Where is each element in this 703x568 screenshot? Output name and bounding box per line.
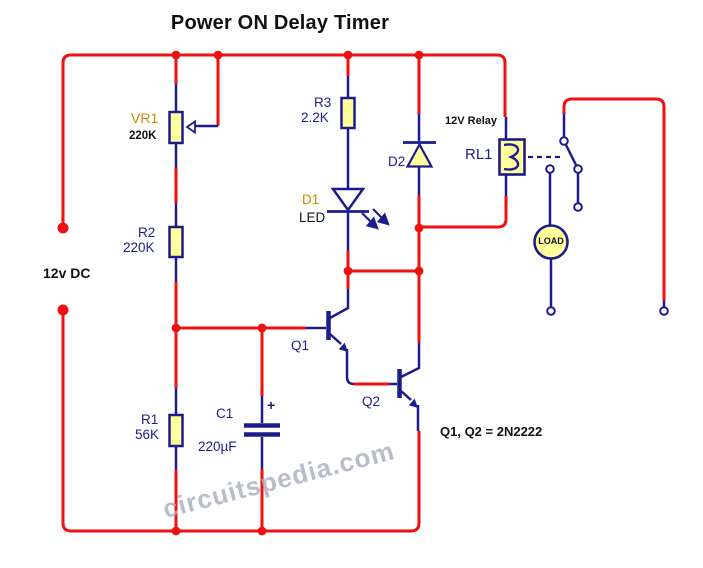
q2-ref-label: Q2 <box>362 394 381 409</box>
wire-q1-collector <box>329 289 350 320</box>
potentiometer-vr1-body <box>168 110 184 145</box>
q1-emitter <box>329 333 342 345</box>
switch-blade-contact <box>573 164 583 174</box>
r3-ref-label: R3 <box>314 95 332 110</box>
resistor-r1-body <box>168 413 184 448</box>
resistor-r2-body <box>168 225 184 259</box>
vr1-value-label: 220K <box>129 130 157 142</box>
relay-type-label: 12V Relay <box>445 115 497 127</box>
transistor-q2-symbol <box>397 369 418 408</box>
supply-negative-terminal <box>57 304 69 316</box>
relay-coil-icon <box>503 143 520 171</box>
vr1-wiper-arrow-icon <box>185 119 196 135</box>
d1-triangle <box>330 187 366 213</box>
wire-bottom-rail <box>61 313 421 533</box>
vr1-ref-label: VR1 <box>131 110 159 126</box>
c1-ref-label: C1 <box>216 406 234 421</box>
r3-value-label: 2.2K <box>301 110 329 125</box>
r1-value-label: 56K <box>135 427 160 442</box>
supply-voltage-label: 12v DC <box>43 265 91 281</box>
led-emission-arrows-icon <box>361 208 390 230</box>
r1-ref-label: R1 <box>141 412 159 427</box>
supply-terminal-dots <box>57 222 69 316</box>
transistor-q1-symbol <box>306 311 348 352</box>
transistor-note-label: Q1, Q2 = 2N2222 <box>440 424 543 439</box>
switch-open-terminal <box>573 202 583 212</box>
supply-output-terminal <box>659 306 669 316</box>
resistor-bodies <box>168 96 356 448</box>
load-output-terminal <box>546 306 556 316</box>
relay-rl1-symbol <box>498 138 526 176</box>
wire-q1-emitter-down <box>345 349 355 386</box>
supply-positive-terminal <box>57 222 69 234</box>
component-wires <box>174 76 666 470</box>
load-circle <box>533 224 569 260</box>
resistor-r3-body <box>340 96 356 130</box>
page-title: Power ON Delay Timer <box>170 12 390 34</box>
d2-ref-label: D2 <box>388 154 406 169</box>
capacitor-c1-plates <box>244 423 280 437</box>
d1-ref-label: D1 <box>302 192 320 207</box>
wire-switch-feed <box>562 97 666 301</box>
wire-top-rail <box>61 53 507 225</box>
load-label: LOAD <box>538 236 564 246</box>
wire-switch-blade <box>564 144 578 166</box>
junction-dots <box>171 50 424 536</box>
led-d1-symbol <box>327 187 390 230</box>
d1-type-label: LED <box>299 210 326 225</box>
c1-polarity-label: + <box>267 397 276 413</box>
wire-relay-return <box>419 196 508 229</box>
rl1-ref-label: RL1 <box>465 146 493 163</box>
wire-q2-collector <box>400 343 421 379</box>
relay-switch-contacts <box>545 136 669 316</box>
q1-ref-label: Q1 <box>291 338 310 353</box>
r2-value-label: 220K <box>123 240 155 255</box>
q2-emitter <box>400 390 412 401</box>
switch-load-contact <box>545 164 555 174</box>
c1-value-label: 220µF <box>198 439 237 454</box>
diode-d2-symbol <box>403 141 436 168</box>
r2-ref-label: R2 <box>138 225 156 240</box>
d2-triangle <box>405 142 434 168</box>
q2-emitter-arrow-icon <box>408 398 418 408</box>
q1-emitter-arrow-icon <box>338 342 348 352</box>
switch-common-terminal <box>559 136 569 146</box>
